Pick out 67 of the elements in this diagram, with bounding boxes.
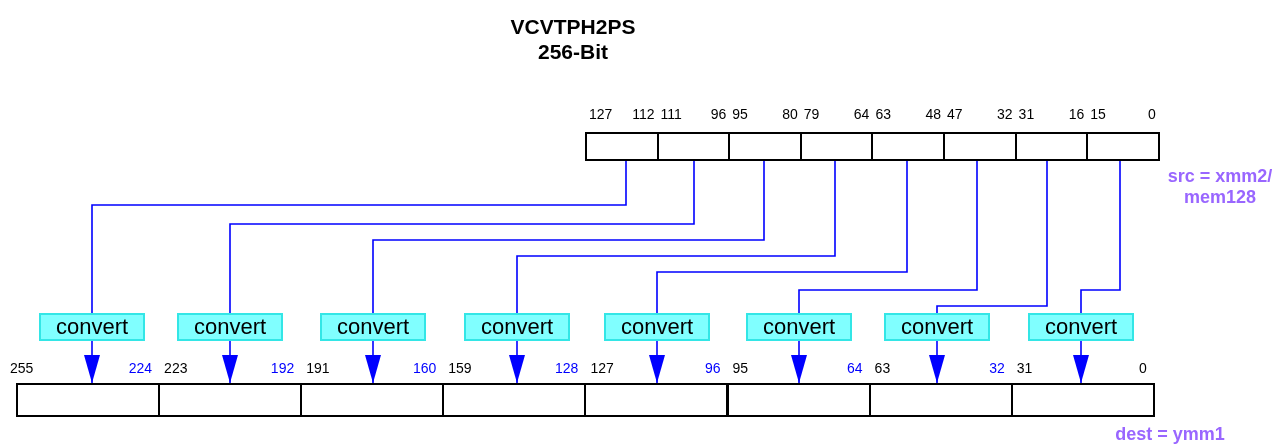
bit-number: 15 (1090, 106, 1106, 122)
bit-number: 127 (590, 360, 614, 376)
register-cell (158, 383, 303, 417)
arrow (929, 340, 945, 384)
register-cell (943, 132, 1017, 161)
bit-number: 48 (925, 106, 941, 122)
bit-number: 224 (128, 360, 153, 376)
arrow (222, 340, 238, 384)
register-cell (584, 383, 729, 417)
bit-number: 32 (989, 360, 1005, 376)
convert-tag: convert (464, 313, 570, 341)
bit-number: 192 (270, 360, 295, 376)
bit-number: 63 (875, 106, 891, 122)
register-cell (656, 132, 731, 161)
bit-number: 96 (710, 106, 727, 122)
bit-number: 64 (853, 106, 870, 122)
arrow (365, 340, 381, 384)
bit-number: 80 (782, 106, 798, 122)
convert-tag: convert (320, 313, 426, 341)
bit-number: 128 (555, 360, 579, 376)
bit-number: 96 (704, 360, 721, 376)
register-cell (728, 132, 802, 161)
bit-number: 31 (1018, 106, 1035, 122)
bit-number: 255 (10, 360, 34, 376)
register-label: src = xmm2/ mem128 (1166, 166, 1274, 208)
bit-number: 159 (448, 360, 472, 376)
bit-number: 0 (1139, 360, 1147, 376)
arrow (509, 340, 525, 384)
register-cell (1086, 132, 1160, 161)
register-label: dest = ymm1 (1114, 424, 1226, 445)
bit-number: 63 (874, 360, 891, 376)
bit-number: 0 (1148, 106, 1156, 122)
register-cell (868, 383, 1013, 417)
arrow (791, 340, 807, 384)
arrow (649, 340, 665, 384)
convert-tag: convert (177, 313, 283, 341)
register-cell (871, 132, 945, 161)
bit-number: 47 (947, 106, 963, 122)
convert-tag: convert (604, 313, 710, 341)
arrow (1073, 340, 1089, 384)
register-cell (16, 383, 161, 417)
convert-tag: convert (746, 313, 852, 341)
convert-tag: convert (884, 313, 990, 341)
bit-number: 191 (306, 360, 330, 376)
bit-number: 79 (803, 106, 820, 122)
bit-number: 16 (1068, 106, 1085, 122)
register-cell (1014, 132, 1089, 161)
bit-number: 160 (412, 360, 437, 376)
bit-number: 112 (632, 106, 655, 122)
convert-tag: convert (39, 313, 145, 341)
bit-number: 223 (164, 360, 188, 376)
bit-number: 31 (1016, 360, 1033, 376)
bit-number: 111 (660, 106, 682, 122)
register-cell (300, 383, 445, 417)
register-cell (585, 132, 659, 161)
register-cell (726, 383, 871, 417)
bit-number: 127 (589, 106, 613, 122)
diagram-title: VCVTPH2PS 256-Bit (509, 14, 637, 64)
convert-tag: convert (1028, 313, 1134, 341)
bit-number: 95 (732, 360, 749, 376)
bit-number: 64 (847, 360, 863, 376)
bit-number: 32 (997, 106, 1013, 122)
register-cell (799, 132, 874, 161)
register-cell (442, 383, 587, 417)
register-cell (1010, 383, 1155, 417)
bit-number: 95 (732, 106, 748, 122)
arrow (84, 340, 100, 384)
